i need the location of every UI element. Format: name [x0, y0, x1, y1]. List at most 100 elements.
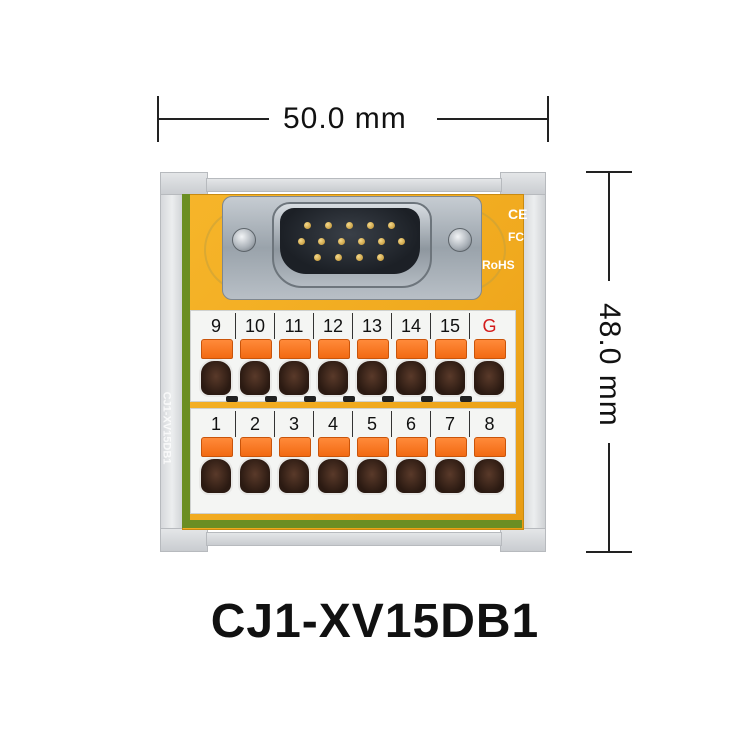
lever-icon[interactable] — [240, 339, 272, 359]
rohs-mark: RoHS — [482, 258, 515, 272]
width-dimension: 50.0 mm — [157, 96, 549, 142]
height-line-bottom — [608, 443, 610, 553]
wire-hole[interactable] — [472, 359, 506, 397]
pin-icon — [314, 254, 321, 261]
rail-bottom-left — [160, 528, 208, 552]
width-label: 50.0 mm — [283, 102, 407, 135]
terminal-block-top: 9 10 11 12 13 14 15 G — [190, 310, 516, 402]
pin-icon — [298, 238, 305, 245]
width-line-right — [437, 118, 549, 120]
terminal-label-9: 9 — [197, 313, 236, 339]
terminal-label-14: 14 — [392, 313, 431, 339]
lever-icon[interactable] — [201, 339, 233, 359]
pin-icon — [338, 238, 345, 245]
rail-top-bar — [206, 178, 502, 192]
product-title: CJ1-XV15DB1 — [210, 595, 540, 648]
screw-right-icon — [448, 228, 472, 252]
wire-hole[interactable] — [355, 359, 389, 397]
pin-icon — [388, 222, 395, 229]
screw-left-icon — [232, 228, 256, 252]
slot-icon — [304, 396, 316, 402]
lever-icon[interactable] — [279, 339, 311, 359]
terminal-label-5: 5 — [353, 411, 392, 437]
fc-mark: FC — [508, 230, 524, 244]
height-dimension: 48.0 mm — [586, 171, 632, 553]
wire-hole[interactable] — [277, 457, 311, 495]
wire-hole[interactable] — [238, 359, 272, 397]
pin-icon — [356, 254, 363, 261]
terminal-block-board: CE FC RoHS 9 10 11 12 13 14 15 G — [160, 172, 546, 552]
wire-hole[interactable] — [277, 359, 311, 397]
lever-icon[interactable] — [396, 437, 428, 457]
slot-icon — [265, 396, 277, 402]
terminal-label-4: 4 — [314, 411, 353, 437]
lever-icon[interactable] — [240, 437, 272, 457]
wire-hole[interactable] — [199, 457, 233, 495]
lever-icon[interactable] — [396, 339, 428, 359]
height-line-top — [608, 171, 610, 281]
terminal-label-1: 1 — [197, 411, 236, 437]
lever-icon[interactable] — [357, 437, 389, 457]
pin-icon — [367, 222, 374, 229]
wire-hole[interactable] — [199, 359, 233, 397]
slot-icon — [382, 396, 394, 402]
ce-mark: CE — [508, 206, 528, 222]
terminal-label-12: 12 — [314, 313, 353, 339]
wire-hole[interactable] — [238, 457, 272, 495]
lever-icon[interactable] — [435, 437, 467, 457]
wire-hole[interactable] — [394, 457, 428, 495]
pin-icon — [346, 222, 353, 229]
slot-icon — [460, 396, 472, 402]
pcb-green-edge-bottom — [182, 520, 522, 528]
terminal-label-13: 13 — [353, 313, 392, 339]
slot-icon — [343, 396, 355, 402]
lever-icon[interactable] — [474, 437, 506, 457]
wire-hole[interactable] — [316, 457, 350, 495]
terminal-label-11: 11 — [275, 313, 314, 339]
lever-icon[interactable] — [357, 339, 389, 359]
rail-top-right — [500, 172, 546, 196]
terminal-label-ground: G — [482, 315, 497, 336]
dsub-socket — [280, 208, 420, 274]
lever-icon[interactable] — [201, 437, 233, 457]
pcb-green-edge-left — [182, 194, 190, 528]
pin-icon — [304, 222, 311, 229]
pin-icon — [377, 254, 384, 261]
rail-side-left — [160, 194, 184, 532]
lever-icon[interactable] — [318, 437, 350, 457]
terminal-block-bottom: 1 2 3 4 5 6 7 8 — [190, 408, 516, 514]
slot-icon — [421, 396, 433, 402]
lever-icon[interactable] — [318, 339, 350, 359]
wire-hole[interactable] — [433, 457, 467, 495]
pin-icon — [335, 254, 342, 261]
lever-icon[interactable] — [474, 339, 506, 359]
terminal-label-3: 3 — [275, 411, 314, 437]
rail-top-left — [160, 172, 208, 196]
terminal-label-15: 15 — [431, 313, 470, 339]
pin-icon — [378, 238, 385, 245]
width-line-left — [157, 118, 269, 120]
terminal-labels-top: 9 10 11 12 13 14 15 G — [197, 313, 509, 339]
wire-hole[interactable] — [433, 359, 467, 397]
terminal-label-8: 8 — [484, 413, 495, 434]
height-label: 48.0 mm — [593, 303, 626, 427]
pin-icon — [325, 222, 332, 229]
terminal-label-10: 10 — [236, 313, 275, 339]
lever-icon[interactable] — [435, 339, 467, 359]
pin-icon — [318, 238, 325, 245]
terminal-labels-bottom: 1 2 3 4 5 6 7 8 — [197, 411, 509, 437]
board-side-text: CJ1-XV15DB1 — [160, 391, 173, 465]
wire-hole[interactable] — [472, 457, 506, 495]
rail-bottom-right — [500, 528, 546, 552]
lever-icon[interactable] — [279, 437, 311, 457]
wire-hole[interactable] — [316, 359, 350, 397]
terminal-label-6: 6 — [392, 411, 431, 437]
wire-hole[interactable] — [355, 457, 389, 495]
rail-side-right — [522, 194, 546, 532]
pin-icon — [398, 238, 405, 245]
terminal-label-2: 2 — [236, 411, 275, 437]
slot-icon — [226, 396, 238, 402]
rail-bottom-bar — [206, 532, 502, 546]
wire-hole[interactable] — [394, 359, 428, 397]
pin-icon — [358, 238, 365, 245]
